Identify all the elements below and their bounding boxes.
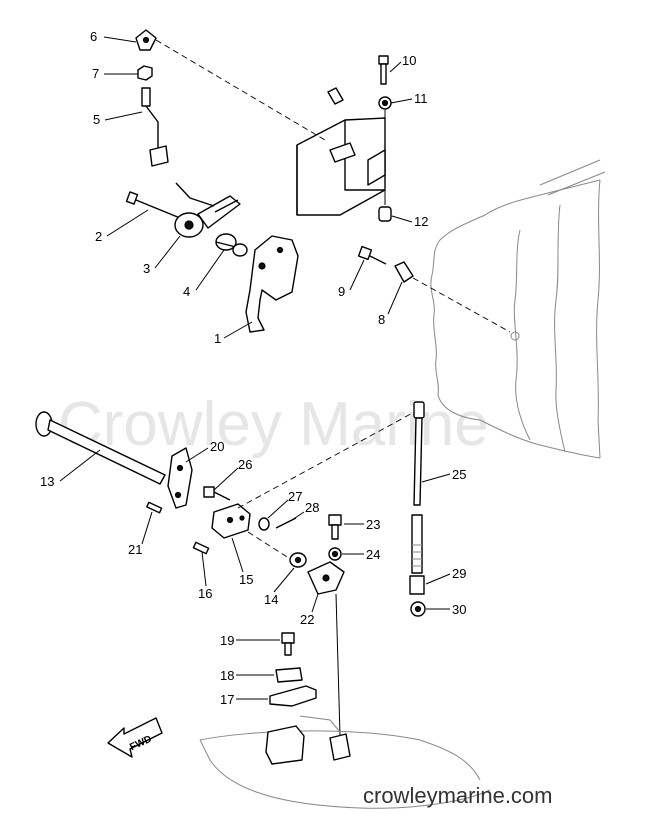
callout-23: 23 (366, 517, 380, 532)
nut-7 (137, 65, 153, 81)
link-rod-5 (141, 87, 169, 167)
callout-10: 10 (402, 53, 416, 68)
plate-17 (269, 685, 317, 707)
screw-26 (203, 486, 231, 501)
collar-4 (215, 233, 248, 257)
callout-9: 9 (338, 284, 345, 299)
callout-7: 7 (92, 66, 99, 81)
lower-cowling-outline (199, 715, 491, 809)
callout-25: 25 (452, 467, 466, 482)
nut-30 (410, 601, 426, 617)
callout-29: 29 (452, 566, 466, 581)
pin-21 (146, 501, 163, 514)
callout-19: 19 (220, 633, 234, 648)
callout-20: 20 (210, 439, 224, 454)
grommet-12 (378, 206, 392, 222)
callout-8: 8 (378, 312, 385, 327)
pin-16 (192, 541, 210, 555)
washer-27 (258, 517, 270, 531)
bolt-2 (125, 191, 181, 219)
engine-block-outline (430, 159, 606, 459)
callout-12: 12 (414, 214, 428, 229)
callout-30: 30 (452, 602, 466, 617)
callout-6: 6 (90, 29, 97, 44)
bolt-23 (328, 514, 342, 540)
callouts: 6 7 5 2 3 4 1 10 11 12 9 8 13 20 26 27 2 (40, 29, 466, 707)
callout-16: 16 (198, 586, 212, 601)
callout-22: 22 (300, 612, 314, 627)
callout-28: 28 (305, 500, 319, 515)
callout-14: 14 (264, 592, 278, 607)
callout-11: 11 (414, 91, 428, 106)
callout-17: 17 (220, 692, 234, 707)
callout-15: 15 (239, 572, 253, 587)
collar-14 (289, 552, 307, 568)
callout-1: 1 (214, 331, 221, 346)
watermark-text: Crowley Marine (58, 390, 489, 459)
callout-3: 3 (143, 261, 150, 276)
shaft-13 (35, 411, 166, 485)
joint-22 (307, 561, 345, 595)
sleeve-29 (409, 575, 425, 595)
arm-20 (167, 447, 193, 509)
footer-url: crowleymarine.com (363, 783, 553, 808)
fwd-arrow-icon: FWD (107, 717, 163, 758)
plate-18 (275, 667, 303, 683)
callout-27: 27 (288, 489, 302, 504)
callout-4: 4 (183, 284, 190, 299)
mounting-bracket (296, 87, 386, 216)
joint-6 (135, 29, 157, 51)
bolt-9 (357, 245, 387, 265)
washer-11 (378, 96, 392, 110)
callout-24: 24 (366, 547, 380, 562)
callout-26: 26 (238, 457, 252, 472)
spacer-8 (394, 261, 414, 283)
callout-18: 18 (220, 668, 234, 683)
screw-19 (281, 632, 295, 656)
callout-13: 13 (40, 474, 54, 489)
rod-25 (411, 401, 425, 574)
lever-3 (174, 182, 241, 238)
callout-21: 21 (128, 542, 142, 557)
callout-5: 5 (93, 112, 100, 127)
block-15 (211, 503, 251, 539)
callout-2: 2 (95, 229, 102, 244)
washer-24 (328, 547, 342, 561)
bolt-10 (378, 55, 389, 85)
cam-1 (245, 235, 299, 333)
